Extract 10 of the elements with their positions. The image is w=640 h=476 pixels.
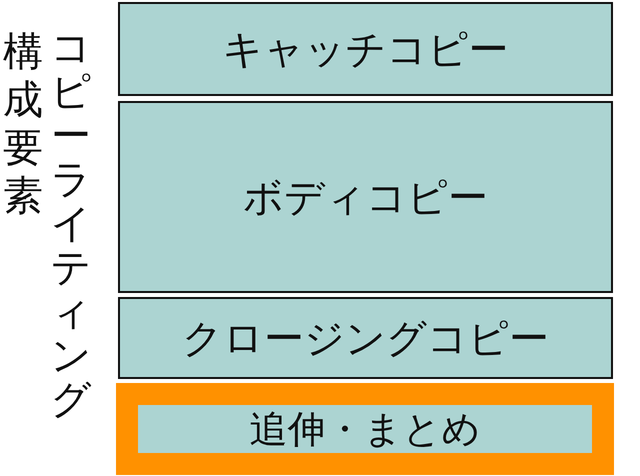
section-box — [118, 101, 613, 293]
box-label: クロージングコピー — [182, 314, 549, 364]
box-label: 追伸・まとめ — [250, 406, 480, 452]
vertical-title: コピーライティング — [50, 26, 92, 422]
vertical-title: 構成要素 — [2, 28, 44, 220]
box-label: ボディコピー — [243, 174, 488, 222]
section-box — [118, 297, 613, 379]
section-box — [118, 2, 613, 96]
highlighted-box — [116, 383, 614, 475]
box-label: キャッチコピー — [222, 26, 508, 74]
